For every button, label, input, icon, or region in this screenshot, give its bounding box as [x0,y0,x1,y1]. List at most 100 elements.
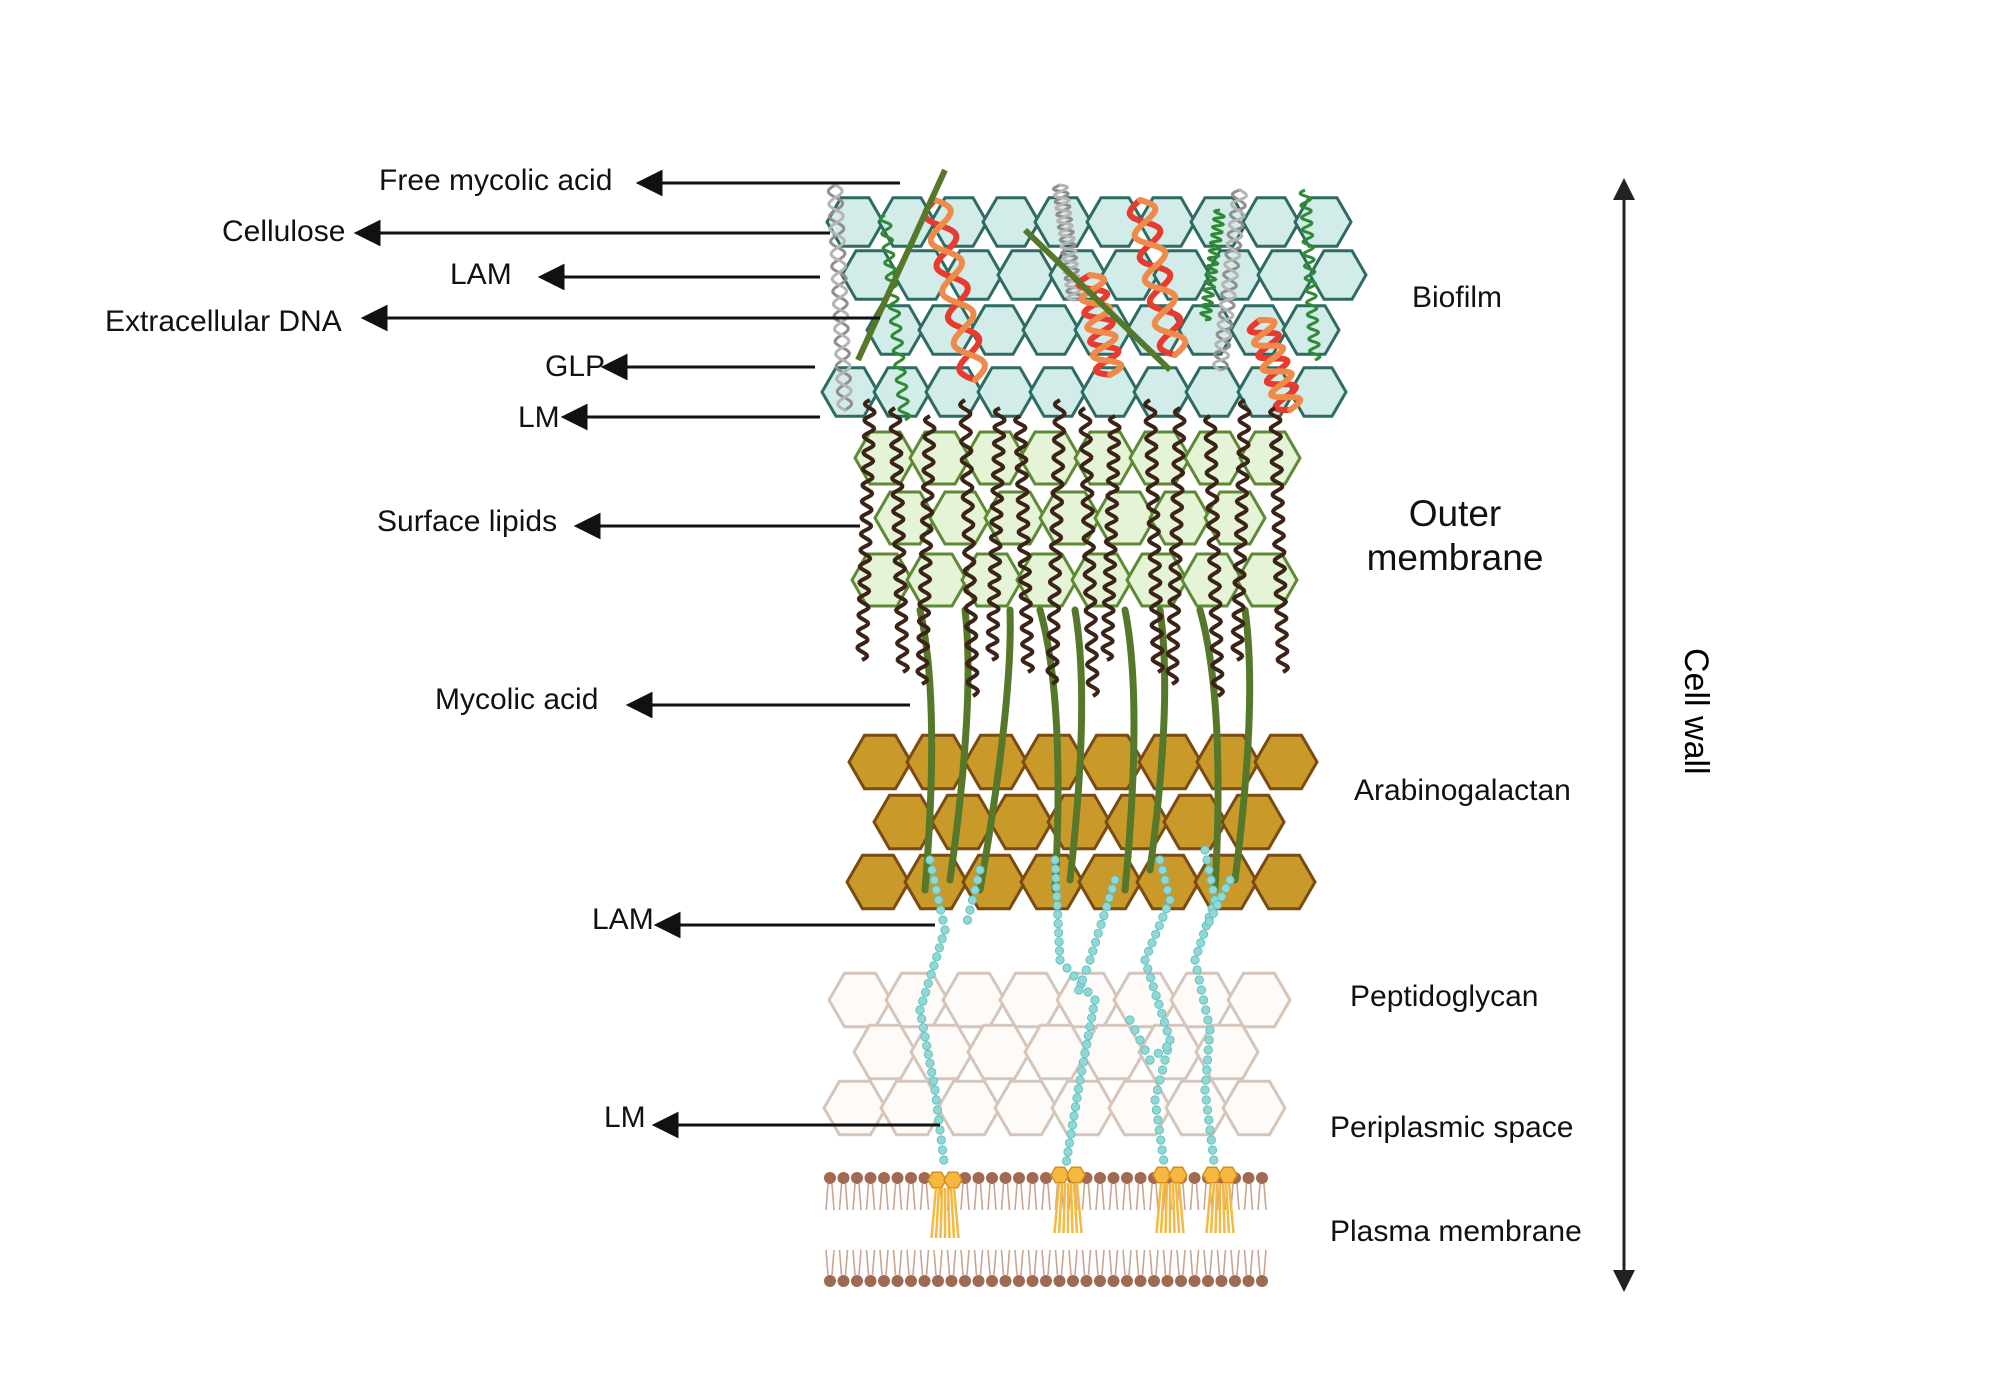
extracellular-dna-strand [921,197,983,383]
lam-bead-chain [927,1067,937,1077]
membrane-lipid-head [1188,1275,1201,1287]
lam-bead-chain [938,915,948,925]
membrane-lipid-head [1026,1172,1039,1184]
extracellular-dna-strand [1250,317,1304,413]
lam-bead-chain [1077,1066,1087,1076]
lm-bead-chain [1151,1105,1162,1115]
lm-bead-chain [1203,1015,1213,1025]
membrane-lipid-tail [892,1249,903,1276]
membrane-anchor-tail [1062,1182,1067,1234]
membrane-anchor-tail [952,1187,960,1239]
membrane-lipid-tail [1000,1249,1011,1276]
lm-bead-chain [1130,1025,1140,1035]
lam-bead-chain [1099,910,1109,921]
lm-bead-chain [1162,1026,1172,1036]
membrane-lipid-head [1094,1172,1106,1184]
lam-bead-chain [1051,873,1061,883]
biofilm-hexagon [1028,366,1088,418]
membrane-lipid-tail [1162,1249,1173,1276]
membrane-lipid-head [1121,1172,1133,1184]
arabinogalactan-hexagon [1253,733,1319,791]
membrane-lipid-tail [879,1249,889,1276]
membrane-lipid-tail [1095,1249,1105,1276]
membrane-lipid-tail [1243,1183,1254,1211]
lam-bead-chain [925,1058,935,1068]
lam-bead-chain [918,1023,928,1033]
lm-bead-chain [1143,964,1153,974]
membrane-anchor-head [1152,1166,1172,1184]
lm-bead-chain [1157,1065,1168,1075]
label-lm-top: LM [518,401,560,434]
membrane-anchor-head [943,1171,963,1189]
lam-bead-chain [929,960,939,971]
surface-lipid-chain [1045,398,1067,686]
lm-bead-chain [1194,975,1204,985]
membrane-lipid-tail [1081,1249,1092,1276]
peptidoglycan-hexagon [909,1023,975,1081]
layer-label-periplasmic-space: Periplasmic space [1330,1111,1574,1144]
peptidoglycan-hexagon [1164,1079,1230,1137]
membrane-lipid-head [932,1275,944,1287]
biofilm-hexagon [1132,366,1192,418]
membrane-lipid-tail [1203,1249,1213,1276]
outer-membrane-hexagon [905,552,969,608]
membrane-lipid-tail [1014,1183,1024,1211]
membrane-lipid-tail [1041,1183,1051,1211]
membrane-lipid-head [1202,1275,1214,1287]
lam-bead-chain [967,895,978,905]
membrane-lipid-head [999,1172,1012,1184]
extracellular-dna-strand [927,197,989,383]
peptidoglycan-hexagon [884,971,950,1029]
cellulose-fiber [1052,183,1083,302]
mycolic-acid-chain [1121,606,1138,894]
membrane-lipid-head [972,1275,985,1287]
lam-bead-chain [1083,987,1093,997]
extracellular-dna-strand [1131,197,1189,358]
membrane-lipid-tail [987,1183,997,1211]
label-lm-bottom: LM [604,1101,646,1134]
lam-bead-chain [918,996,928,1006]
membrane-lipid-tail [987,1249,997,1276]
membrane-lipid-head [1215,1275,1228,1287]
membrane-lipid-tail [1054,1249,1065,1276]
lm-bead-chain [1155,855,1165,865]
membrane-anchor-tail [1227,1182,1235,1234]
membrane-lipid-head [986,1172,998,1184]
lam-bead-chain [920,1032,930,1042]
lm-bead-chain [1204,1115,1214,1125]
membrane-lipid-head [1013,1172,1025,1184]
lm-bead-chain [1200,1085,1210,1095]
lm-bead-chain [1200,845,1210,855]
peptidoglycan-hexagon [941,971,1007,1029]
membrane-lipid-head [1067,1275,1079,1287]
membrane-lipid-head [1107,1275,1120,1287]
lm-bead-chain [1205,1125,1215,1135]
lm-bead-chain [1147,938,1157,948]
lm-bead-chain [1160,1055,1170,1065]
lm-bead-chain [1225,875,1235,885]
membrane-lipid-tail [879,1183,889,1211]
lm-bead-chain [1153,1115,1163,1125]
outer-membrane-line1: Outer [1408,493,1502,534]
lam-bead-chain [1061,1156,1072,1166]
peptidoglycan-hexagon [1023,1023,1089,1081]
membrane-lipid-head [1080,1275,1093,1287]
membrane-lipid-head [1040,1275,1052,1287]
membrane-anchor-tail [930,1187,938,1239]
membrane-lipid-head [824,1172,836,1184]
membrane-lipid-tail [1189,1183,1200,1211]
peptidoglycan-hexagon [998,971,1064,1029]
arabinogalactan-hexagon [1251,853,1317,911]
lm-bead-chain [1221,883,1231,893]
lam-bead-chain [926,969,936,980]
lam-bead-chain [1081,965,1091,975]
membrane-anchor-tail [949,1187,956,1239]
label-extracellular-dna: Extracellular DNA [105,305,342,338]
lam-bead-chain [1110,875,1120,885]
membrane-anchor-head [1168,1166,1188,1184]
membrane-lipid-tail [1014,1249,1024,1276]
membrane-lipid-head [837,1172,850,1184]
membrane-lipid-tail [825,1183,835,1211]
lm-bead-chain [1196,985,1207,995]
